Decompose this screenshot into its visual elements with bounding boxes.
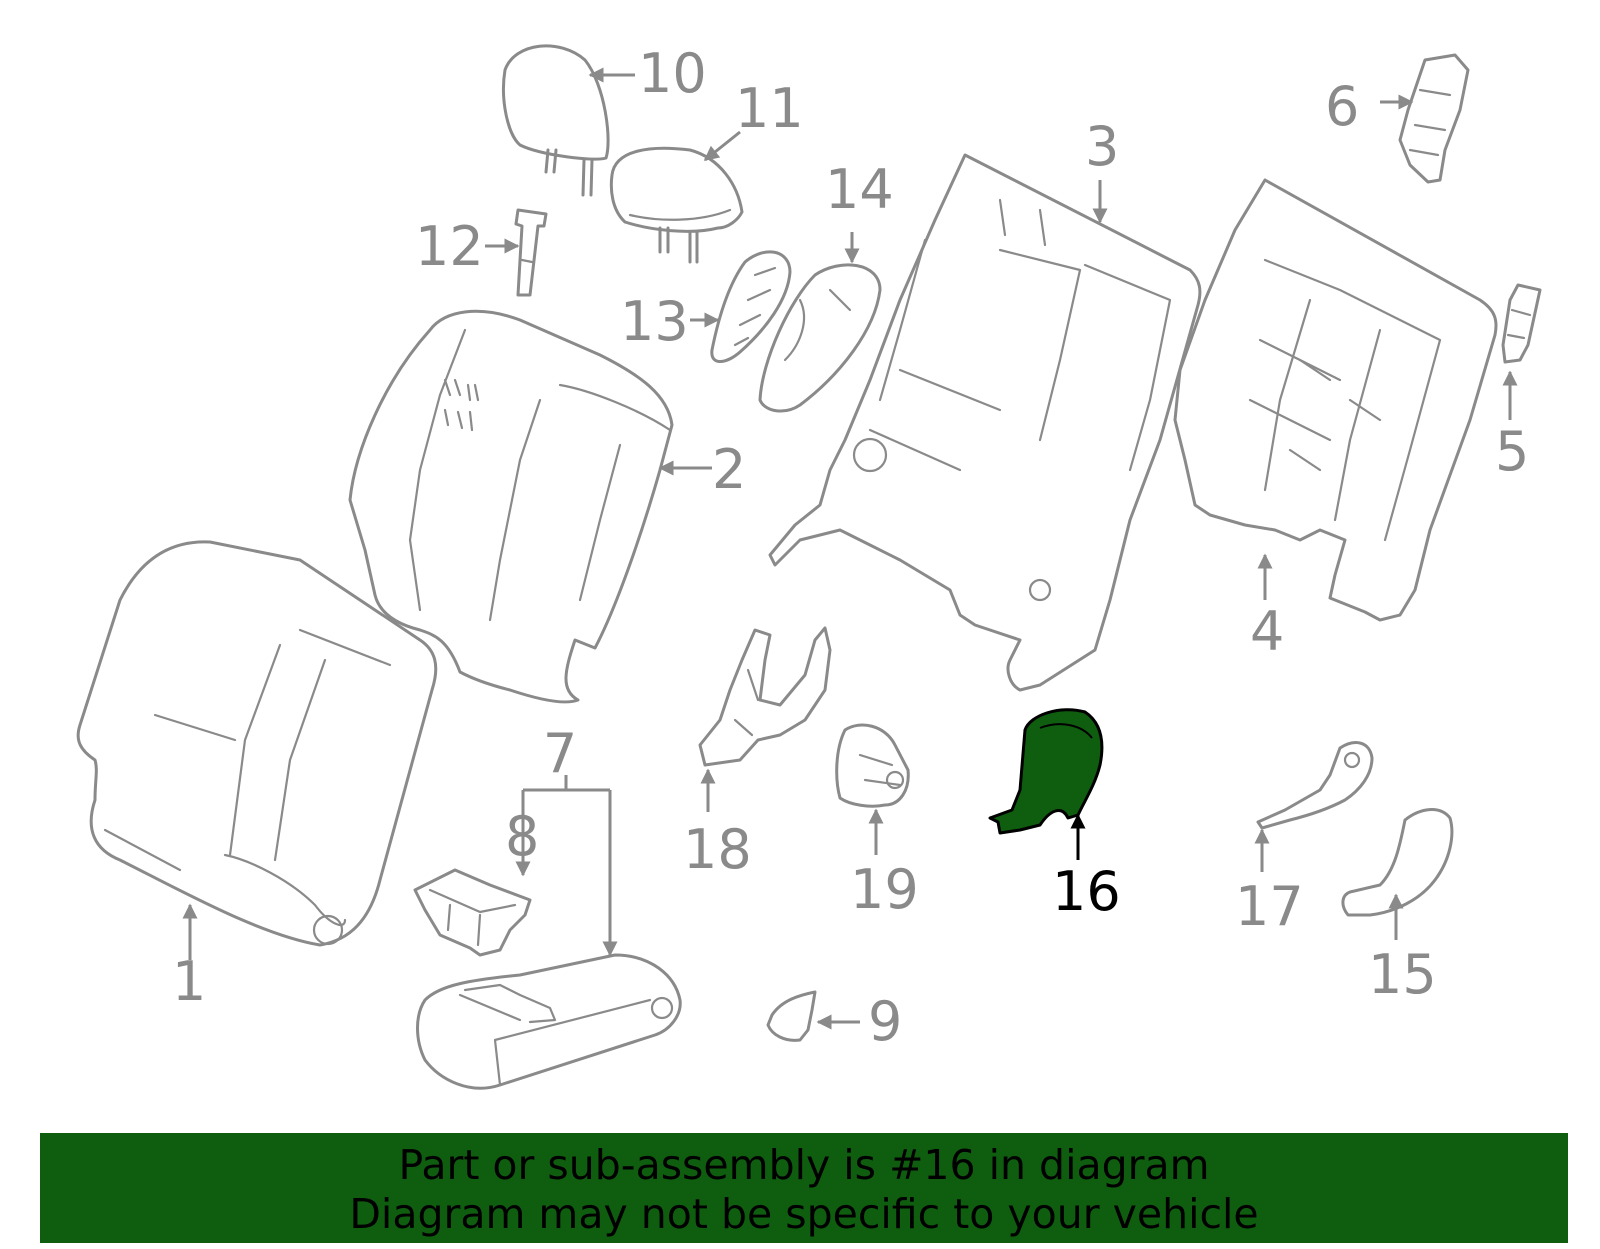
callout-15: 15 — [1368, 943, 1437, 1006]
part-7-armrest[interactable] — [416, 953, 682, 1090]
part-14-cover[interactable] — [758, 263, 882, 413]
part-3-frame[interactable] — [768, 153, 1202, 692]
part-9-clip[interactable] — [766, 990, 817, 1042]
part-5-bracket[interactable] — [1501, 283, 1542, 364]
callout-14: 14 — [825, 158, 894, 221]
banner-line-1: Part or sub-assembly is #16 in diagram — [398, 1141, 1210, 1189]
callout-4: 4 — [1250, 600, 1284, 663]
part-4-back-panel[interactable] — [1173, 178, 1498, 622]
callout-16: 16 — [1052, 860, 1121, 923]
info-banner: Part or sub-assembly is #16 in diagram D… — [40, 1133, 1568, 1243]
banner-line-2: Diagram may not be specific to your vehi… — [349, 1190, 1259, 1238]
part-12-guide[interactable] — [514, 208, 548, 297]
callout-19: 19 — [850, 858, 919, 921]
callout-2: 2 — [712, 438, 746, 501]
part-18-cover[interactable] — [698, 626, 832, 767]
part-13-cover[interactable] — [710, 250, 792, 363]
part-16-highlighted[interactable] — [988, 708, 1104, 835]
callout-13: 13 — [620, 290, 689, 353]
callout-11: 11 — [735, 77, 804, 140]
callout-5: 5 — [1495, 420, 1529, 483]
callout-9: 9 — [868, 990, 902, 1053]
callout-8: 8 — [505, 805, 539, 868]
callout-18: 18 — [683, 818, 752, 881]
part-19-recliner-cover[interactable] — [835, 723, 910, 808]
part-8-cup-holder[interactable] — [413, 868, 532, 957]
part-11-headrest[interactable] — [609, 146, 744, 264]
callout-17: 17 — [1235, 875, 1304, 938]
leader-11 — [703, 130, 741, 162]
part-17-lever[interactable] — [1256, 741, 1374, 830]
callout-1: 1 — [172, 950, 206, 1013]
callout-10: 10 — [638, 42, 707, 105]
callout-6: 6 — [1325, 75, 1359, 138]
callout-12: 12 — [415, 215, 484, 278]
callout-3: 3 — [1085, 115, 1119, 178]
part-1-seat-cushion[interactable] — [76, 540, 438, 947]
callout-7: 7 — [543, 722, 577, 785]
part-2-seat-back-pad[interactable] — [348, 309, 674, 704]
part-10-headrest[interactable] — [501, 44, 610, 197]
part-6-hinge[interactable] — [1398, 53, 1470, 184]
